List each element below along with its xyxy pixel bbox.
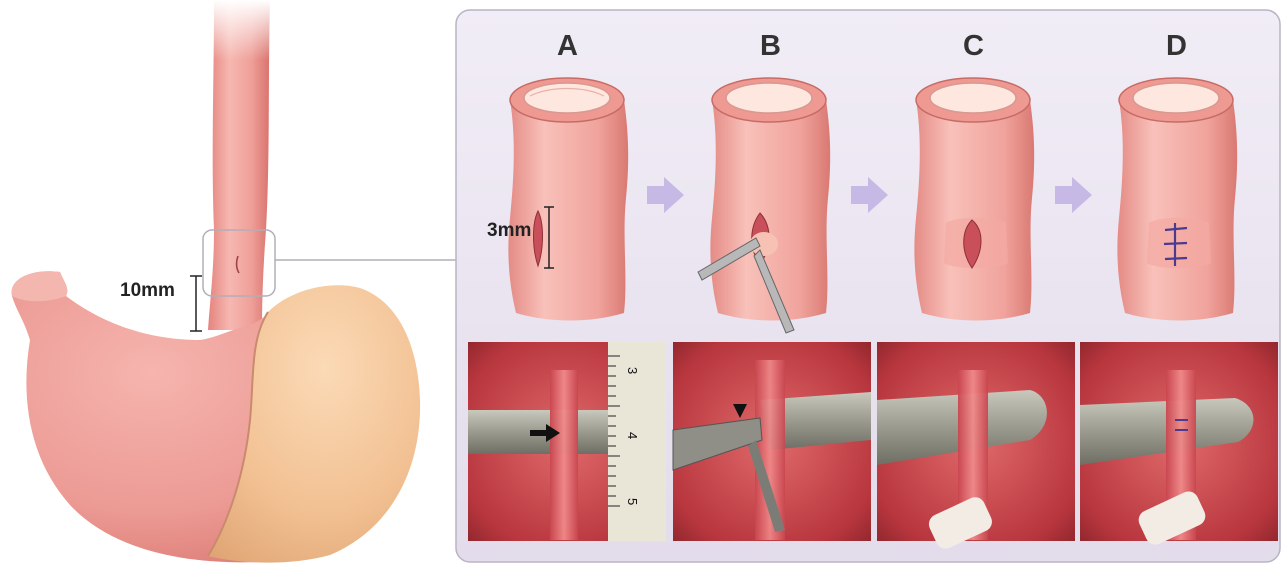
photo-b bbox=[673, 342, 871, 541]
tube-step-a bbox=[508, 78, 628, 321]
distance-label: 10mm bbox=[120, 280, 175, 301]
distance-bar bbox=[190, 276, 202, 331]
step-letter-a: A bbox=[557, 30, 578, 62]
step-letter-b: B bbox=[760, 30, 781, 62]
ruler-label-5: 5 bbox=[625, 498, 640, 505]
duodenum-stub bbox=[12, 271, 68, 301]
ruler-label-3: 3 bbox=[625, 367, 640, 374]
ruler-label-4: 4 bbox=[625, 432, 640, 439]
esophagus-fade bbox=[210, 0, 274, 60]
overview-illustration: 10mm bbox=[12, 0, 456, 563]
photo-c bbox=[877, 342, 1075, 552]
step-letter-c: C bbox=[963, 30, 984, 62]
tube-step-c bbox=[914, 78, 1034, 321]
photo-d bbox=[1080, 342, 1278, 548]
tube-step-d bbox=[1117, 78, 1237, 321]
photo-a: 3 4 5 bbox=[468, 342, 666, 541]
incision-label: 3mm bbox=[487, 220, 531, 241]
step-letter-d: D bbox=[1166, 30, 1187, 62]
